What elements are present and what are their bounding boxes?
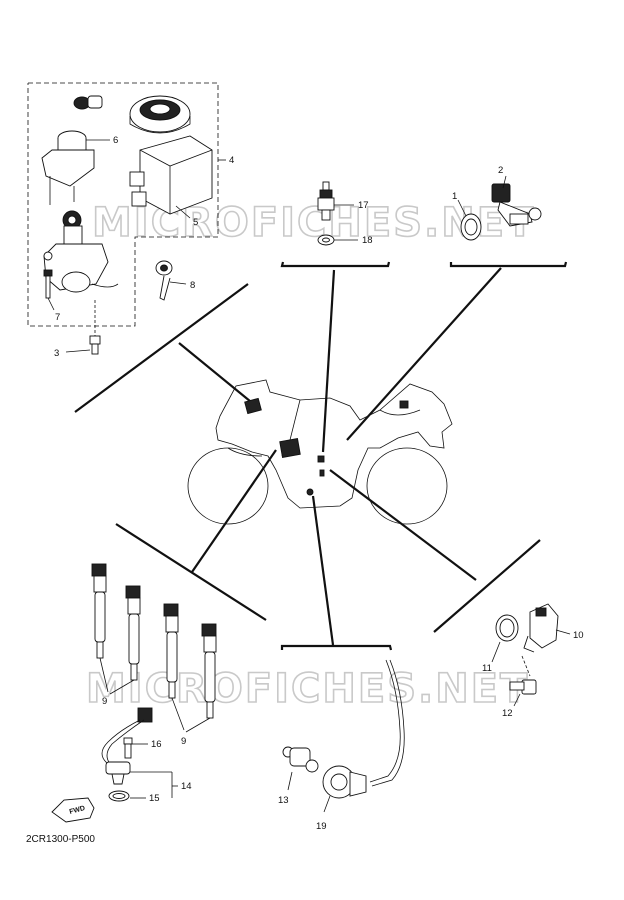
- ignition-coil-2[interactable]: [125, 585, 141, 681]
- sensor-13[interactable]: [282, 746, 319, 773]
- ecu-unit[interactable]: [129, 135, 213, 215]
- callout-8: 8: [169, 280, 195, 291]
- callout-1: 1: [452, 191, 467, 217]
- o-ring-11[interactable]: [495, 614, 519, 642]
- callout-9-lower: 9: [171, 697, 211, 747]
- svg-text:7: 7: [55, 312, 60, 323]
- crank-position-sensor[interactable]: [101, 707, 153, 785]
- main-switch[interactable]: [43, 210, 119, 293]
- svg-text:FWD: FWD: [69, 805, 86, 816]
- o-ring-15[interactable]: [108, 790, 130, 802]
- svg-text:3: 3: [54, 348, 59, 359]
- svg-text:13: 13: [278, 795, 289, 806]
- callout-19: 19: [316, 795, 331, 832]
- motorcycle-outline: [187, 379, 453, 525]
- thermo-sensor-2[interactable]: [491, 183, 542, 227]
- ignition-coil-1[interactable]: [91, 563, 107, 659]
- fuel-tank-cap[interactable]: [129, 95, 191, 134]
- gasket-1[interactable]: [460, 213, 482, 241]
- svg-text:12: 12: [502, 708, 513, 719]
- svg-text:8: 8: [190, 280, 195, 291]
- sensor-17[interactable]: [317, 181, 335, 221]
- key-cylinder-cap[interactable]: [73, 95, 103, 110]
- bolt-3[interactable]: [89, 300, 101, 355]
- svg-text:15: 15: [149, 793, 160, 804]
- callout-2: 2: [498, 165, 507, 189]
- callout-10: 10: [555, 629, 584, 641]
- svg-text:9: 9: [102, 696, 107, 707]
- callout-7: 7: [47, 297, 60, 323]
- callout-12: 12: [502, 693, 521, 719]
- callout-14: 14: [130, 771, 192, 798]
- svg-text:19: 19: [316, 821, 327, 832]
- ignition-coil-4[interactable]: [201, 623, 217, 719]
- fwd-arrow-icon: FWD: [51, 797, 95, 823]
- knock-sensor-19[interactable]: [322, 659, 405, 799]
- svg-text:14: 14: [181, 781, 192, 792]
- svg-text:6: 6: [113, 135, 118, 146]
- svg-text:10: 10: [573, 630, 584, 641]
- sensor-10[interactable]: [523, 603, 559, 653]
- svg-text:5: 5: [193, 217, 198, 228]
- svg-text:18: 18: [362, 235, 373, 246]
- svg-text:2: 2: [498, 165, 503, 176]
- ignition-coil-3[interactable]: [163, 603, 179, 699]
- callout-16: 16: [132, 739, 162, 750]
- callout-6: 6: [86, 135, 118, 146]
- lock-set-group: [27, 82, 219, 327]
- svg-text:17: 17: [358, 200, 369, 211]
- seat-lock[interactable]: [41, 130, 95, 205]
- bolt-16[interactable]: [123, 737, 133, 759]
- washer-18[interactable]: [317, 234, 335, 246]
- svg-text:9: 9: [181, 736, 186, 747]
- callout-13: 13: [278, 771, 293, 806]
- bolt-7[interactable]: [43, 269, 53, 299]
- svg-text:4: 4: [229, 155, 234, 166]
- callout-5: 5: [175, 205, 198, 228]
- callout-4: 4: [218, 155, 234, 166]
- callout-9-upper: 9: [99, 657, 135, 707]
- callout-3: 3: [54, 348, 91, 359]
- callout-17: 17: [334, 200, 369, 211]
- callout-18: 18: [334, 235, 373, 246]
- callout-15: 15: [130, 793, 160, 804]
- svg-text:1: 1: [452, 191, 457, 202]
- svg-text:11: 11: [482, 663, 492, 674]
- bolt-12[interactable]: [509, 655, 537, 695]
- callout-11: 11: [482, 641, 501, 674]
- key[interactable]: [155, 260, 173, 301]
- drawing-code: 2CR1300-P500: [26, 834, 95, 845]
- watermark-bottom: MICROFICHES.NET: [86, 666, 529, 712]
- svg-text:16: 16: [151, 739, 162, 750]
